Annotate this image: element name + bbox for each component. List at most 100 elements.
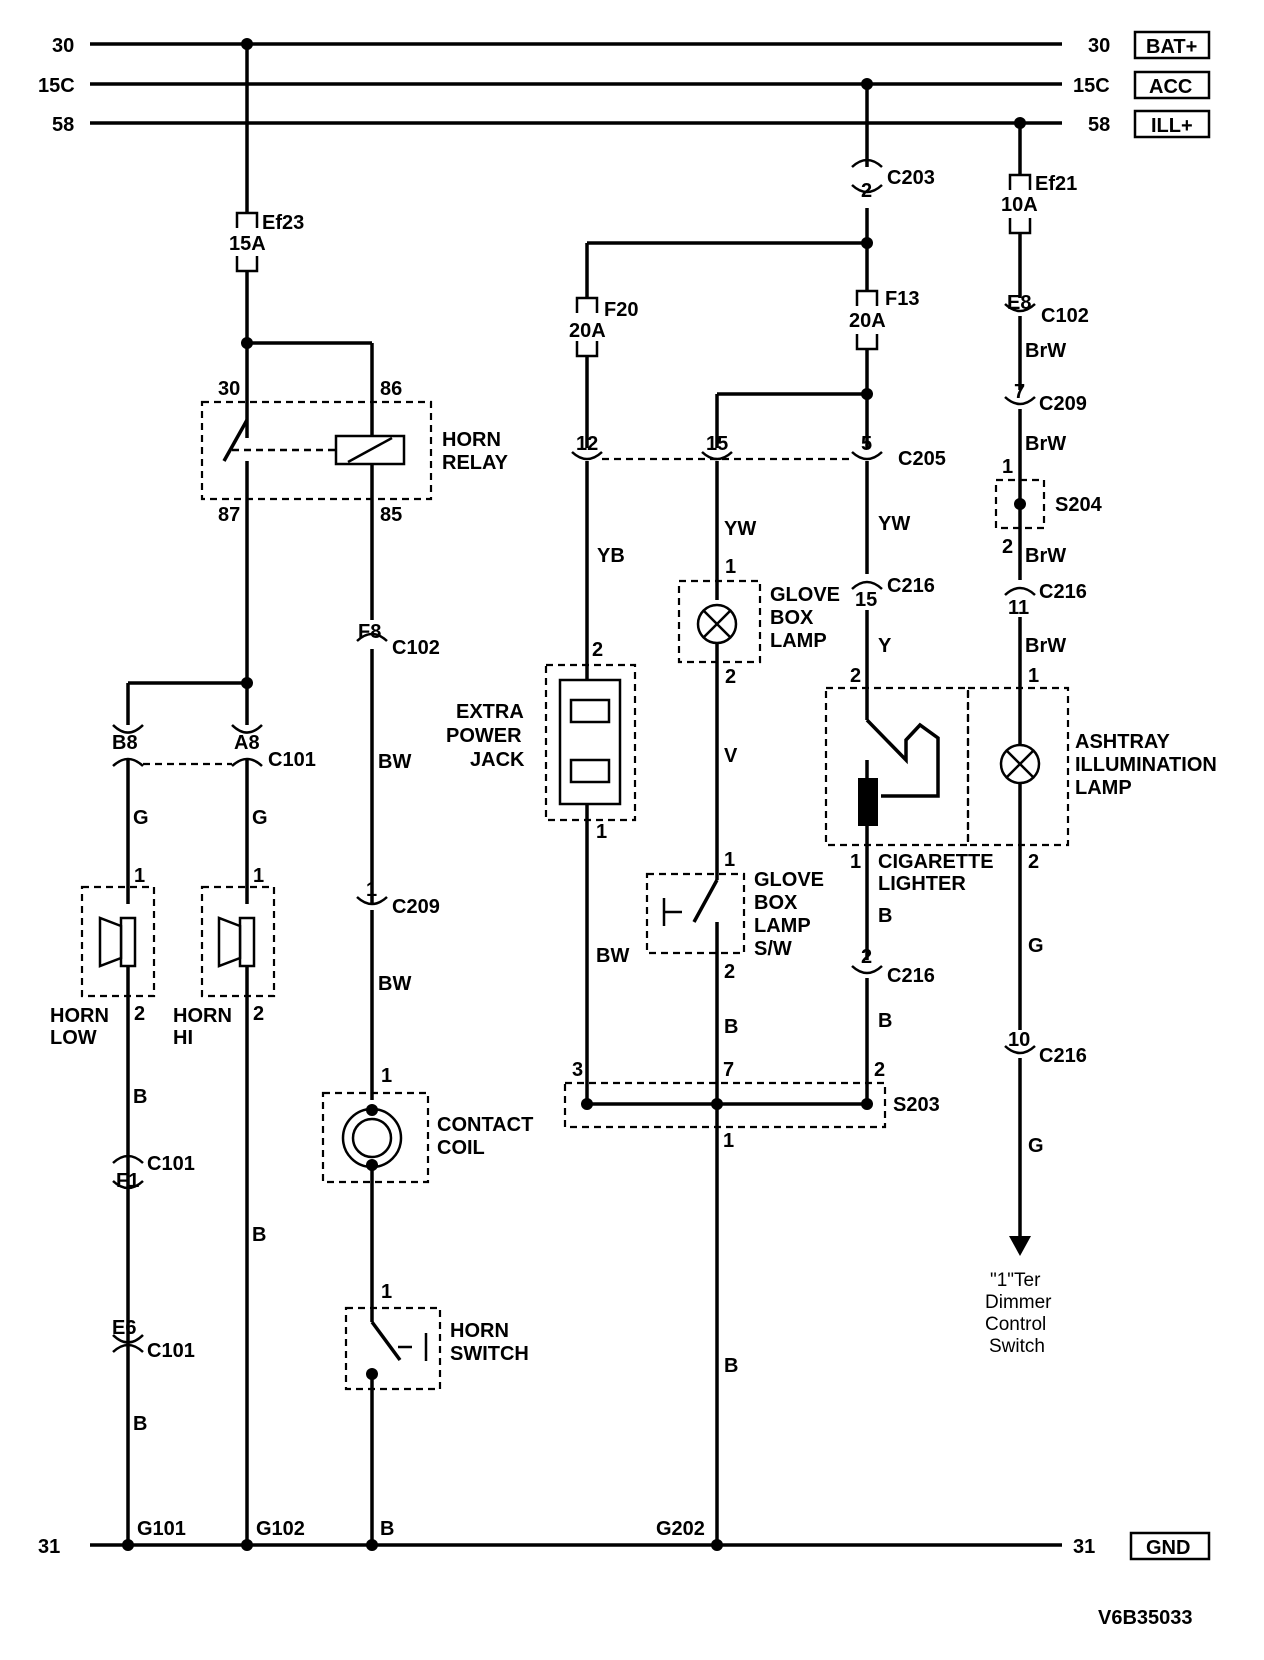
horn-hi-pin-2: 2 bbox=[253, 1003, 264, 1025]
extra-power-jack-outline bbox=[544, 663, 637, 822]
glove-box-lamp-sw-label-1: GLOVE bbox=[754, 869, 824, 891]
wire-color-b-c216: B bbox=[878, 1010, 892, 1032]
rail-58-tag: ILL+ bbox=[1151, 115, 1193, 137]
horn-hi-pin-1: 1 bbox=[253, 865, 264, 887]
document-id: V6B35033 bbox=[1098, 1607, 1193, 1629]
rail-30-tag: BAT+ bbox=[1146, 36, 1197, 58]
contact-coil-label-1: CONTACT bbox=[437, 1114, 533, 1136]
connector-c102-f8-symbol bbox=[356, 632, 388, 642]
glove-box-lamp-sw-pin-1: 1 bbox=[724, 849, 735, 871]
rail-15c-right-label: 15C bbox=[1073, 75, 1110, 97]
connector-c101-e6-symbol bbox=[112, 1334, 144, 1344]
connector-c216-15-symbol bbox=[851, 580, 883, 590]
horn-low-bell bbox=[98, 916, 123, 968]
connector-c102-f8-name: C102 bbox=[392, 637, 440, 659]
destination-line-4: Switch bbox=[989, 1336, 1045, 1357]
connector-c102-f8-pin: F8 bbox=[358, 621, 381, 643]
splice-s203-pin-2: 2 bbox=[874, 1059, 885, 1081]
destination-line-1: "1"Ter bbox=[990, 1270, 1041, 1291]
connector-c203-symbol bbox=[851, 158, 883, 168]
glove-box-lamp-sw-contact bbox=[692, 879, 719, 923]
rail-58-tag-box bbox=[1133, 109, 1211, 139]
illumination-circuit: Ef21 10A E8 C102 BrW 7 C209 BrW 1 S204 2… bbox=[966, 117, 1217, 1357]
ground-g101: G101 bbox=[137, 1518, 186, 1540]
cigarette-lighter-outline bbox=[824, 686, 970, 847]
ashtray-lamp-cross bbox=[1006, 750, 1034, 778]
arrow-down-icon bbox=[1009, 1236, 1031, 1256]
wire-color-y: Y bbox=[878, 635, 892, 657]
glove-box-lamp-pin-1: 1 bbox=[725, 556, 736, 578]
cigarette-lighter-pin-2: 2 bbox=[850, 665, 861, 687]
horn-hi-body bbox=[238, 916, 256, 968]
wire-color-b-hi: B bbox=[252, 1224, 266, 1246]
connector-c216-11-symbol bbox=[1004, 586, 1036, 596]
glove-box-lamp-outline bbox=[677, 579, 762, 664]
splice-s203-dot-7 bbox=[711, 1098, 723, 1110]
horn-switch-actuator bbox=[398, 1333, 428, 1361]
wire-color-g-hi: G bbox=[252, 807, 268, 829]
connector-c101-a8-lower bbox=[231, 757, 263, 767]
connector-c102-e8-name: C102 bbox=[1041, 305, 1089, 327]
connector-c101-e6-lower bbox=[112, 1343, 144, 1353]
glove-box-lamp-sw-pin-2: 2 bbox=[724, 961, 735, 983]
horn-relay-pin-85: 85 bbox=[380, 504, 402, 526]
horn-hi-bell bbox=[217, 916, 242, 968]
horn-relay-outline bbox=[200, 400, 433, 501]
extra-power-jack-label-3: JACK bbox=[470, 749, 525, 771]
horn-switch-label-1: HORN bbox=[450, 1320, 509, 1342]
extra-power-jack-label-2: POWER bbox=[446, 725, 522, 747]
contact-coil-pin-1: 1 bbox=[381, 1065, 392, 1087]
horn-switch-pin-1: 1 bbox=[381, 1281, 392, 1303]
rail-15c-tag-box bbox=[1133, 70, 1211, 100]
connector-c216-11-pin: 11 bbox=[1008, 597, 1029, 619]
contact-coil-ring-inner bbox=[351, 1117, 393, 1159]
connector-c209-7-symbol bbox=[1004, 396, 1036, 406]
wire-color-g-ash-b: G bbox=[1028, 1135, 1044, 1157]
contact-coil-outline bbox=[321, 1091, 430, 1184]
connector-c101-e6-pin: E6 bbox=[112, 1317, 136, 1339]
wire-color-bw-a: BW bbox=[378, 751, 411, 773]
connector-c216-2-pin: 2 bbox=[861, 946, 872, 968]
horn-relay-pin-30: 30 bbox=[218, 378, 240, 400]
wire-color-yw-b: YW bbox=[878, 513, 910, 535]
horn-relay-label-2: RELAY bbox=[442, 452, 509, 474]
connector-c216-10-pin: 10 bbox=[1008, 1029, 1030, 1051]
ground-g102: G102 bbox=[256, 1518, 305, 1540]
ground-g202: G202 bbox=[656, 1518, 705, 1540]
rail-30-left-label: 30 bbox=[52, 35, 74, 57]
ashtray-lamp-outline bbox=[966, 686, 1070, 847]
wire-color-v: V bbox=[724, 745, 738, 767]
connector-c102-e8-symbol bbox=[1004, 303, 1036, 313]
connector-c101-name: C101 bbox=[268, 749, 316, 771]
connector-c101-a8-symbol bbox=[231, 724, 263, 734]
extra-power-jack-body bbox=[558, 678, 622, 806]
horn-low-label-1: HORN bbox=[50, 1005, 109, 1027]
connector-c209-7-name: C209 bbox=[1039, 393, 1087, 415]
connector-c101-e6-name: C101 bbox=[147, 1340, 195, 1362]
glove-box-lamp-sw-label-3: LAMP bbox=[754, 915, 811, 937]
ashtray-lamp-label-1: ASHTRAY bbox=[1075, 731, 1170, 753]
rail-31-left-label: 31 bbox=[38, 1536, 60, 1558]
fuse-f13-rating: 20A bbox=[849, 310, 886, 332]
wire-color-brw-a: BrW bbox=[1025, 340, 1066, 362]
connector-c205-pin-15: 15 bbox=[706, 433, 728, 455]
cigarette-lighter-label-1: CIGARETTE bbox=[878, 851, 994, 873]
horn-hi-label-1: HORN bbox=[173, 1005, 232, 1027]
connector-c209-1-symbol bbox=[356, 896, 388, 906]
splice-s204-name: S204 bbox=[1055, 494, 1103, 516]
horn-relay-contact bbox=[222, 419, 249, 462]
wire-color-yb: YB bbox=[597, 545, 625, 567]
glove-box-lamp-cross bbox=[703, 610, 731, 638]
glove-box-lamp-label-3: LAMP bbox=[770, 630, 827, 652]
power-rails: 30 15C 58 31 30 15C 58 31 BAT+ ACC ILL+ … bbox=[38, 30, 1211, 1561]
horn-low-body bbox=[119, 916, 137, 968]
wire-color-bw-b: BW bbox=[378, 973, 411, 995]
connector-c216-10-name: C216 bbox=[1039, 1045, 1087, 1067]
glove-box-lamp-pin-2: 2 bbox=[725, 666, 736, 688]
wire-color-b-low-a: B bbox=[133, 1086, 147, 1108]
rail-31-tag: GND bbox=[1146, 1537, 1190, 1559]
glove-box-lamp-sw-label-2: BOX bbox=[754, 892, 798, 914]
rail-31-tag-box bbox=[1129, 1531, 1211, 1561]
ashtray-lamp-pin-1: 1 bbox=[1028, 665, 1039, 687]
